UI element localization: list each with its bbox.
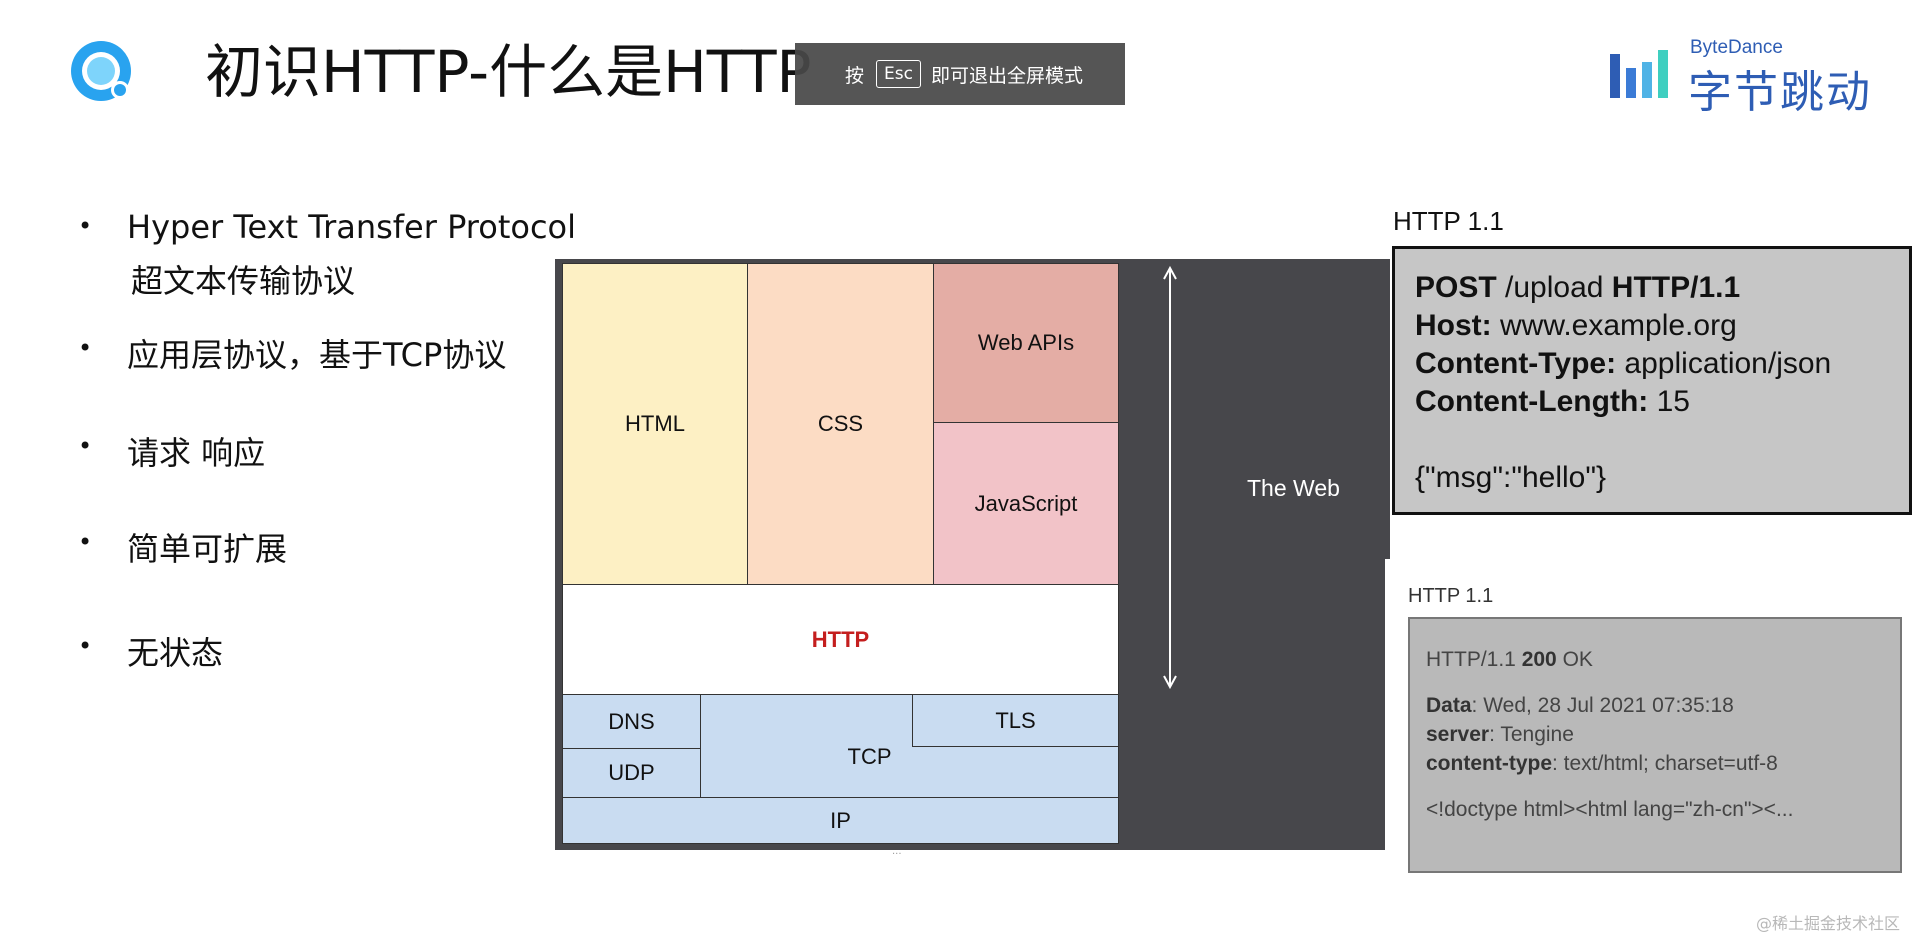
fullscreen-exit-toast: 按 Esc 即可退出全屏模式 <box>795 43 1125 105</box>
http-response-box: HTTP/1.1 200 OK Data: Wed, 28 Jul 2021 0… <box>1408 617 1902 873</box>
layer-css: CSS <box>747 263 934 585</box>
response-header-date: Data: Wed, 28 Jul 2021 07:35:18 <box>1426 691 1884 720</box>
response-body: <!doctype html><html lang="zh-cn"><... <box>1426 798 1794 821</box>
bullet-text: Hyper Text Transfer Protocol <box>127 208 577 246</box>
bullet-subtext: 超文本传输协议 <box>131 262 356 300</box>
layer-ip: IP <box>562 797 1119 844</box>
bullet-dot-icon: • <box>78 528 93 556</box>
layer-javascript: JavaScript <box>933 422 1119 585</box>
request-header-content-type: Content-Type: application/json <box>1415 345 1889 383</box>
status-text: OK <box>1556 648 1593 671</box>
the-web-label: The Web <box>1247 475 1340 501</box>
layer-web-apis: Web APIs <box>933 263 1119 423</box>
bullet-text: 简单可扩展 <box>127 530 288 568</box>
layer-html: HTML <box>562 263 748 585</box>
http-request-box: POST /upload HTTP/1.1 Host: www.example.… <box>1392 246 1912 515</box>
header-value: www.example.org <box>1491 309 1737 342</box>
layer-dns: DNS <box>562 694 701 749</box>
bullet-text: 应用层协议，基于TCP协议 <box>127 336 507 374</box>
header-key: Host: <box>1415 309 1492 342</box>
header-value: : Tengine <box>1489 723 1574 746</box>
watermark: @稀土掘金技术社区 <box>1756 914 1901 933</box>
request-body: {"msg":"hello"} <box>1415 461 1607 494</box>
header-key: Data <box>1426 694 1472 717</box>
toast-prefix: 按 <box>845 64 865 87</box>
layer-tls: TLS <box>912 694 1119 747</box>
double-arrow-icon <box>1163 265 1177 690</box>
bullet-dot-icon: • <box>78 334 93 362</box>
ellipsis-mark: ··· <box>892 849 902 860</box>
request-version: HTTP/1.1 <box>1611 271 1741 304</box>
bullet-dot-icon: • <box>78 212 93 240</box>
status-line: HTTP/1.1 200 OK <box>1426 645 1884 674</box>
bullet-text: 无状态 <box>127 634 224 672</box>
response-header-server: server: Tengine <box>1426 720 1884 749</box>
bullet-text: 请求 响应 <box>127 434 266 472</box>
header-value: : Wed, 28 Jul 2021 07:35:18 <box>1471 694 1734 717</box>
request-label: HTTP 1.1 <box>1393 206 1504 236</box>
bytedance-logo-icon <box>1610 50 1668 98</box>
header-key: Content-Type: <box>1415 347 1617 380</box>
request-header-host: Host: www.example.org <box>1415 307 1889 345</box>
brand-name-en: ByteDance <box>1690 37 1783 58</box>
request-path: /upload <box>1496 271 1612 304</box>
request-header-content-length: Content-Length: 15 <box>1415 383 1889 421</box>
header-key: server <box>1426 723 1490 746</box>
request-method: POST <box>1415 271 1497 304</box>
header-value: : text/html; charset=utf-8 <box>1552 752 1778 775</box>
header-key: Content-Length: <box>1415 385 1649 418</box>
brand-name-cn: 字节跳动 <box>1688 67 1872 118</box>
toast-suffix: 即可退出全屏模式 <box>930 64 1083 87</box>
header-value: 15 <box>1648 385 1690 418</box>
header-value: application/json <box>1616 347 1832 380</box>
app-logo-icon <box>71 41 131 101</box>
esc-key-badge: Esc <box>876 60 921 88</box>
layer-http: HTTP <box>562 584 1119 695</box>
header-key: content-type <box>1426 752 1552 775</box>
response-label: HTTP 1.1 <box>1408 585 1494 607</box>
slide-title: 初识HTTP-什么是HTTP <box>205 38 812 106</box>
response-header-content-type: content-type: text/html; charset=utf-8 <box>1426 749 1884 778</box>
bullet-dot-icon: • <box>78 432 93 460</box>
web-panel-extension <box>1380 259 1390 559</box>
status-version: HTTP/1.1 <box>1426 648 1522 671</box>
status-code: 200 <box>1521 648 1557 671</box>
bullet-dot-icon: • <box>78 632 93 660</box>
request-line: POST /upload HTTP/1.1 <box>1415 269 1889 307</box>
layer-udp: UDP <box>562 748 701 798</box>
